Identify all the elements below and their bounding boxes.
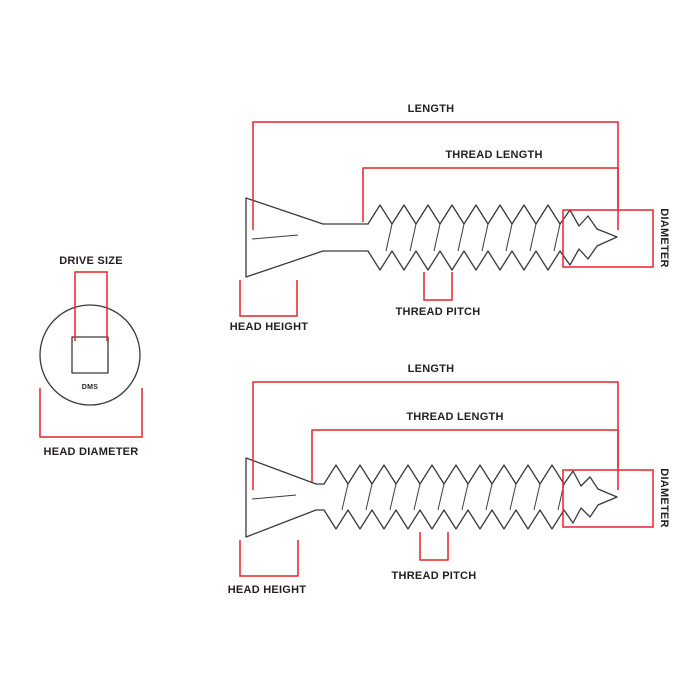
dms-label: DMS [81,384,99,391]
length-label-bottom: LENGTH [407,363,455,375]
head-height-dimension-lines-bottom [239,540,299,577]
drive-size-label: DRIVE SIZE [59,255,123,267]
screw-head-front-view [39,304,141,406]
thread-length-label-bottom: THREAD LENGTH [406,411,504,423]
diameter-dimension-lines-bottom [562,469,654,528]
diameter-dimension-lines-top [562,209,654,268]
thread-pitch-label-bottom: THREAD PITCH [391,570,477,582]
head-diameter-dimension-lines [39,388,143,438]
head-diameter-label: HEAD DIAMETER [43,446,139,458]
thread-pitch-dimension-lines-bottom [419,532,449,561]
diameter-label-top: DIAMETER [658,208,670,268]
drive-size-dimension-lines [74,271,108,341]
thread-length-dimension-lines-bottom [311,429,619,482]
thread-length-label-top: THREAD LENGTH [445,149,543,161]
length-label-top: LENGTH [407,103,455,115]
diameter-label-bottom: DIAMETER [658,468,670,528]
screw-side-view-bottom [245,457,618,538]
head-height-label-top: HEAD HEIGHT [229,321,309,333]
screw-side-view-top [245,197,618,278]
thread-length-dimension-lines-top [362,167,619,222]
thread-pitch-dimension-lines-top [423,272,453,301]
thread-pitch-label-top: THREAD PITCH [395,306,481,318]
head-height-label-bottom: HEAD HEIGHT [227,584,307,596]
head-height-dimension-lines-top [239,280,298,317]
